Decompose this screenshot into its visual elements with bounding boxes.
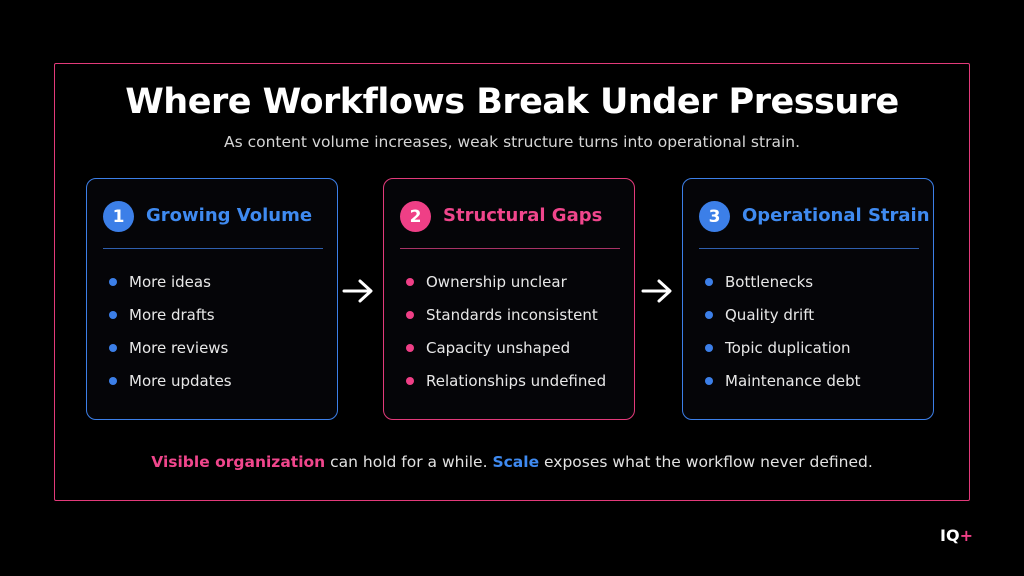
bullet-dot-icon xyxy=(406,376,414,385)
logo-text: IQ xyxy=(940,526,960,545)
slide-title: Where Workflows Break Under Pressure xyxy=(125,82,899,122)
card-operational-strain: 3 Operational Strain Bottlenecks Quality… xyxy=(682,178,934,420)
list-item: More ideas xyxy=(109,265,232,298)
bullet-dot-icon xyxy=(705,376,713,385)
brand-logo: IQ+ xyxy=(940,526,973,545)
list-item-label: More ideas xyxy=(129,272,211,291)
bullet-dot-icon xyxy=(705,277,713,286)
footer-highlight-scale: Scale xyxy=(492,453,540,471)
card-growing-volume: 1 Growing Volume More ideas More drafts … xyxy=(86,178,338,420)
list-item-label: More drafts xyxy=(129,305,215,324)
bullet-dot-icon xyxy=(109,343,117,352)
right-arrow-icon xyxy=(342,279,373,303)
footer-text: can hold for a while. xyxy=(325,453,493,471)
list-item-label: Relationships undefined xyxy=(426,371,607,390)
bullet-dot-icon xyxy=(705,310,713,319)
bullet-dot-icon xyxy=(109,310,117,319)
list-item: Quality drift xyxy=(705,298,861,331)
bullet-dot-icon xyxy=(406,343,414,352)
list-item: More drafts xyxy=(109,298,232,331)
list-item: Standards inconsistent xyxy=(406,298,606,331)
list-item-label: Ownership unclear xyxy=(426,272,567,291)
card-header: 2 Structural Gaps xyxy=(400,201,620,249)
list-item: Ownership unclear xyxy=(406,265,606,298)
list-item: Capacity unshaped xyxy=(406,331,606,364)
card-title: Operational Strain xyxy=(742,205,930,226)
list-item-label: Topic duplication xyxy=(725,338,851,357)
footer-highlight-organization: Visible organization xyxy=(151,453,326,471)
card-title: Structural Gaps xyxy=(443,205,603,226)
slide-subtitle: As content volume increases, weak struct… xyxy=(223,133,801,151)
card-structural-gaps: 2 Structural Gaps Ownership unclear Stan… xyxy=(383,178,635,420)
step-number-badge: 1 xyxy=(103,201,134,232)
card-title: Growing Volume xyxy=(146,205,313,226)
list-item-label: Quality drift xyxy=(725,305,815,324)
slide-frame xyxy=(54,63,970,501)
bullet-dot-icon xyxy=(705,343,713,352)
list-item-label: Capacity unshaped xyxy=(426,338,571,357)
list-item-label: Bottlenecks xyxy=(725,272,814,291)
list-item-label: Maintenance debt xyxy=(725,371,861,390)
bullet-dot-icon xyxy=(406,277,414,286)
step-number-badge: 3 xyxy=(699,201,730,232)
list-item: More updates xyxy=(109,364,232,397)
list-item: Maintenance debt xyxy=(705,364,861,397)
step-number-badge: 2 xyxy=(400,201,431,232)
list-item: More reviews xyxy=(109,331,232,364)
footer-text: exposes what the workflow never defined. xyxy=(539,453,873,471)
list-item: Relationships undefined xyxy=(406,364,606,397)
logo-plus: + xyxy=(959,526,973,545)
list-item: Topic duplication xyxy=(705,331,861,364)
list-item-label: More reviews xyxy=(129,338,229,357)
bullet-dot-icon xyxy=(109,277,117,286)
card-item-list: More ideas More drafts More reviews More… xyxy=(109,265,232,397)
card-header: 3 Operational Strain xyxy=(699,201,930,249)
right-arrow-icon xyxy=(641,279,672,303)
card-item-list: Bottlenecks Quality drift Topic duplicat… xyxy=(705,265,861,397)
footer-caption: Visible organization can hold for a whil… xyxy=(0,453,1024,471)
card-header: 1 Growing Volume xyxy=(103,201,323,249)
list-item-label: Standards inconsistent xyxy=(426,305,598,324)
bullet-dot-icon xyxy=(109,376,117,385)
list-item-label: More updates xyxy=(129,371,232,390)
card-item-list: Ownership unclear Standards inconsistent… xyxy=(406,265,606,397)
list-item: Bottlenecks xyxy=(705,265,861,298)
bullet-dot-icon xyxy=(406,310,414,319)
